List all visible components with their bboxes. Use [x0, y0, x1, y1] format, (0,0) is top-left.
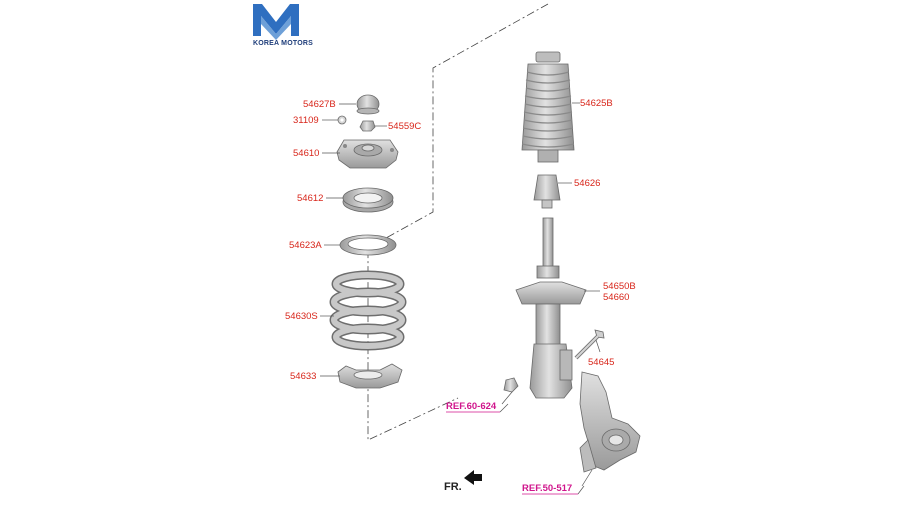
ref-60-624[interactable]: REF.60-624: [446, 401, 497, 412]
part-54626[interactable]: [533, 174, 561, 209]
label-54612: 54612: [297, 193, 323, 204]
label-54650B: 54650B: [603, 281, 636, 292]
part-31109[interactable]: [337, 115, 347, 125]
front-direction-indicator: FR.: [444, 470, 482, 493]
part-54623A[interactable]: [339, 234, 397, 256]
label-54559C: 54559C: [388, 121, 421, 132]
label-54626: 54626: [574, 178, 600, 189]
label-54645: 54645: [588, 357, 614, 368]
part-54610[interactable]: [336, 139, 399, 169]
label-54627B: 54627B: [303, 99, 336, 110]
part-54627B[interactable]: [356, 94, 380, 115]
label-54625B: 54625B: [580, 98, 613, 109]
part-54612[interactable]: [342, 187, 394, 213]
leader-lines-right: [501, 102, 601, 487]
steering-knuckle[interactable]: [579, 371, 641, 473]
label-54630S: 54630S: [285, 311, 318, 322]
part-54633[interactable]: [337, 363, 403, 389]
reference-labels: REF.60-624 REF.50-517: [446, 401, 585, 495]
part-54650B-strut[interactable]: [515, 217, 587, 399]
part-54559C[interactable]: [359, 120, 376, 132]
label-54623A: 54623A: [289, 240, 322, 251]
brand-logo: [253, 4, 299, 40]
part-nut[interactable]: [503, 377, 519, 393]
brand-name: KOREA MOTORS: [253, 40, 313, 47]
part-labels: 54627B 31109 54559C 54610 54612 54623A 5…: [285, 98, 636, 382]
label-54660: 54660: [603, 292, 629, 303]
label-54633: 54633: [290, 371, 316, 382]
label-54610: 54610: [293, 148, 319, 159]
label-31109: 31109: [293, 115, 319, 126]
leader-lines-left: [320, 103, 387, 377]
part-54645[interactable]: [574, 329, 605, 360]
front-label: FR.: [444, 481, 462, 493]
part-54630S[interactable]: [329, 270, 407, 351]
front-arrow-icon: [464, 470, 482, 485]
part-54625B[interactable]: [521, 51, 575, 163]
ref-50-517[interactable]: REF.50-517: [522, 483, 572, 494]
